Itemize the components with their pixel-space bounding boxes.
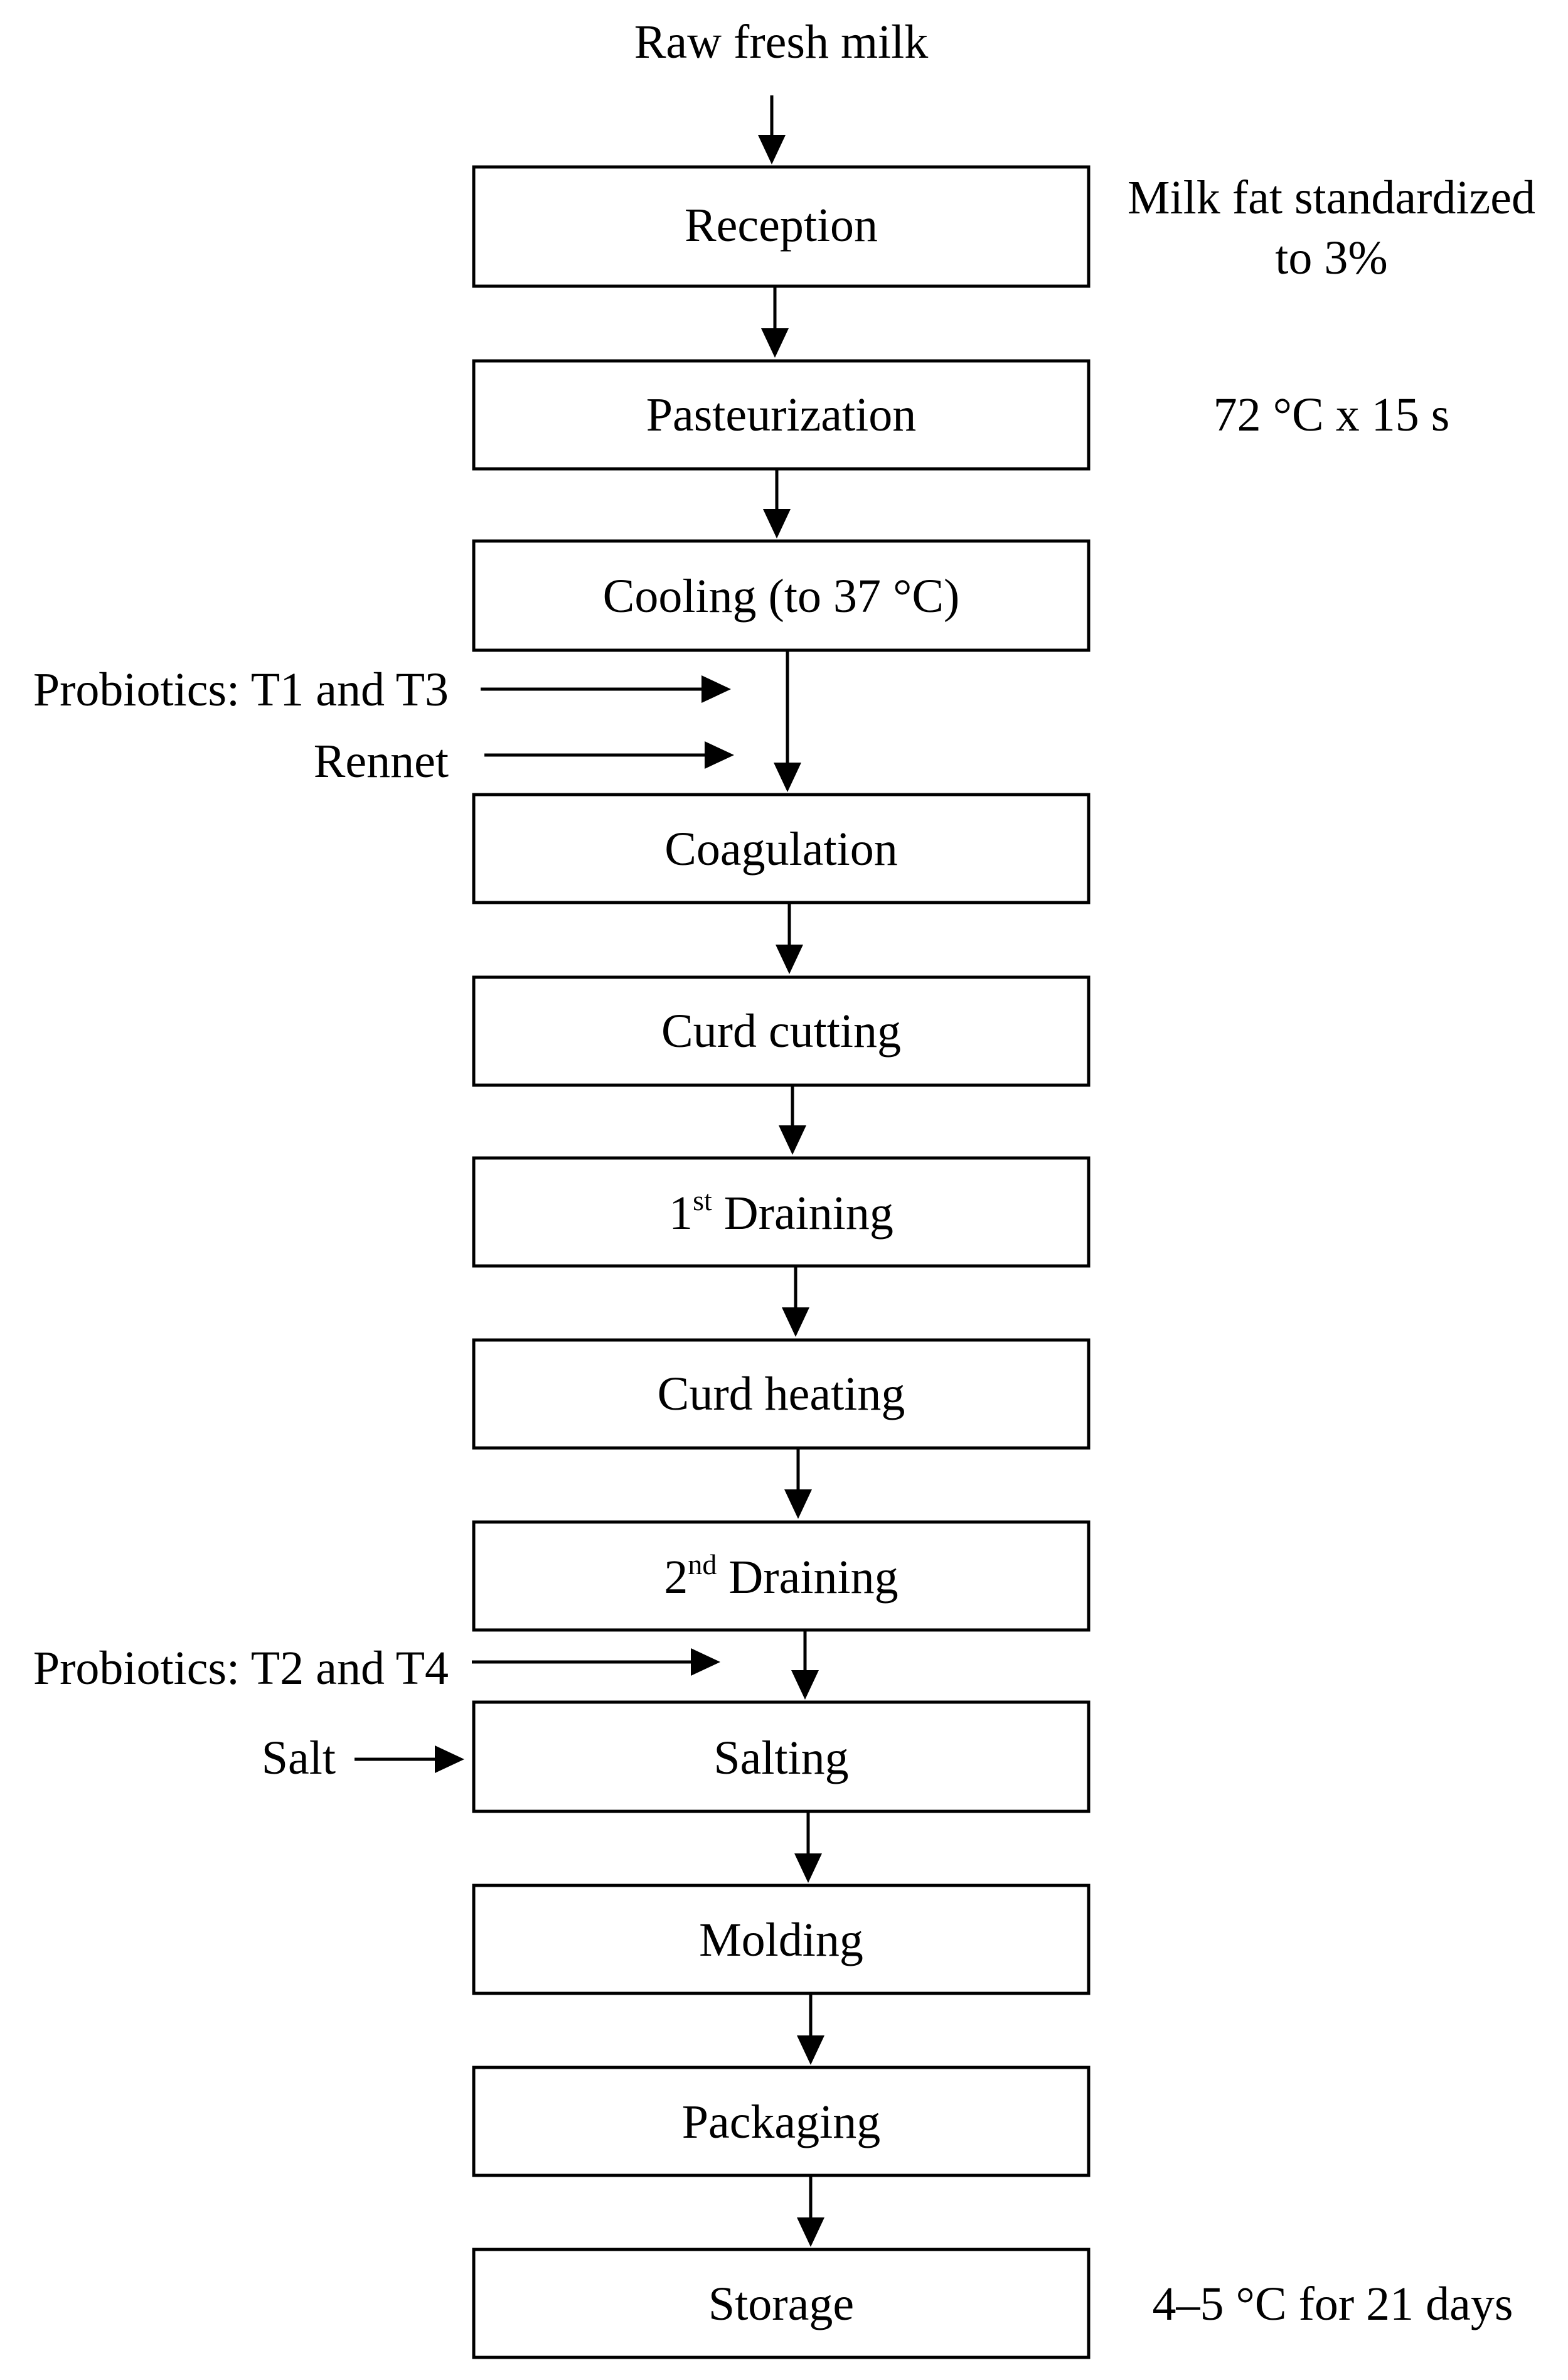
input-label: Raw fresh milk <box>634 16 929 68</box>
arrow-salting-to-molding <box>794 1813 822 1883</box>
arrow-draining-1-to-curd-heating <box>782 1267 809 1337</box>
addition-rennet: Rennet <box>314 735 449 788</box>
draining-1-superscript: st <box>693 1184 712 1216</box>
draining-1-ordinal: 1 <box>669 1187 693 1240</box>
arrow-reception-to-pasteurization <box>761 287 789 358</box>
arrow-molding-to-packaging <box>797 1995 824 2065</box>
step-cooling-label: Cooling (to 37 °C) <box>603 570 960 623</box>
step-draining-1-label: 1st Draining <box>669 1184 893 1240</box>
step-reception: Reception <box>472 165 1091 288</box>
step-draining-2: 2nd Draining <box>472 1520 1091 1632</box>
step-packaging-label: Packaging <box>682 2096 881 2148</box>
step-molding: Molding <box>472 1884 1091 1995</box>
arrow-pasteurization-to-cooling <box>763 470 791 539</box>
addition-probiotics-t2-t4: Probiotics: T2 and T4 <box>33 1642 449 1695</box>
note-reception-line2: to 3% <box>1275 232 1387 284</box>
draining-2-superscript: nd <box>688 1548 717 1580</box>
step-storage-label: Storage <box>708 2278 854 2330</box>
addition-salt: Salt <box>262 1732 336 1784</box>
step-molding-label: Molding <box>699 1914 863 1966</box>
arrow-input-to-reception <box>758 95 786 164</box>
step-cooling: Cooling (to 37 °C) <box>472 539 1091 652</box>
step-pasteurization: Pasteurization <box>472 359 1091 471</box>
arrow-draining-2-to-salting <box>791 1631 819 1700</box>
step-salting-label: Salting <box>713 1732 848 1784</box>
step-salting: Salting <box>472 1700 1091 1813</box>
step-storage: Storage <box>472 2248 1091 2359</box>
note-reception-line1: Milk fat standardized <box>1128 171 1535 224</box>
arrow-coagulation-to-curd-cutting <box>776 904 803 974</box>
draining-2-ordinal: 2 <box>664 1551 688 1604</box>
arrow-curd-heating-to-draining-2 <box>784 1449 812 1519</box>
step-pasteurization-label: Pasteurization <box>646 389 917 441</box>
note-pasteurization: 72 °C x 15 s <box>1213 389 1450 441</box>
step-draining-1: 1st Draining <box>472 1156 1091 1268</box>
step-curd-heating: Curd heating <box>472 1338 1091 1450</box>
arrow-curd-cutting-to-draining-1 <box>779 1086 806 1155</box>
draining-1-text: Draining <box>712 1187 893 1240</box>
step-coagulation: Coagulation <box>472 793 1091 904</box>
step-packaging: Packaging <box>472 2066 1091 2177</box>
arrow-packaging-to-storage <box>797 2177 824 2247</box>
arrow-rennet <box>484 741 734 769</box>
arrow-salt <box>355 1745 464 1773</box>
step-coagulation-label: Coagulation <box>664 823 898 876</box>
step-curd-cutting-label: Curd cutting <box>661 1005 901 1058</box>
arrow-probiotics-t1-t3 <box>481 675 731 703</box>
arrow-probiotics-t2-t4 <box>472 1648 720 1676</box>
addition-probiotics-t1-t3: Probiotics: T1 and T3 <box>33 663 449 716</box>
draining-2-text: Draining <box>717 1551 898 1604</box>
step-draining-2-label: 2nd Draining <box>664 1548 898 1604</box>
step-curd-heating-label: Curd heating <box>658 1368 905 1420</box>
step-curd-cutting: Curd cutting <box>472 975 1091 1087</box>
step-reception-label: Reception <box>685 199 878 252</box>
note-storage: 4–5 °C for 21 days <box>1152 2278 1513 2330</box>
arrow-cooling-to-coagulation <box>774 651 801 792</box>
